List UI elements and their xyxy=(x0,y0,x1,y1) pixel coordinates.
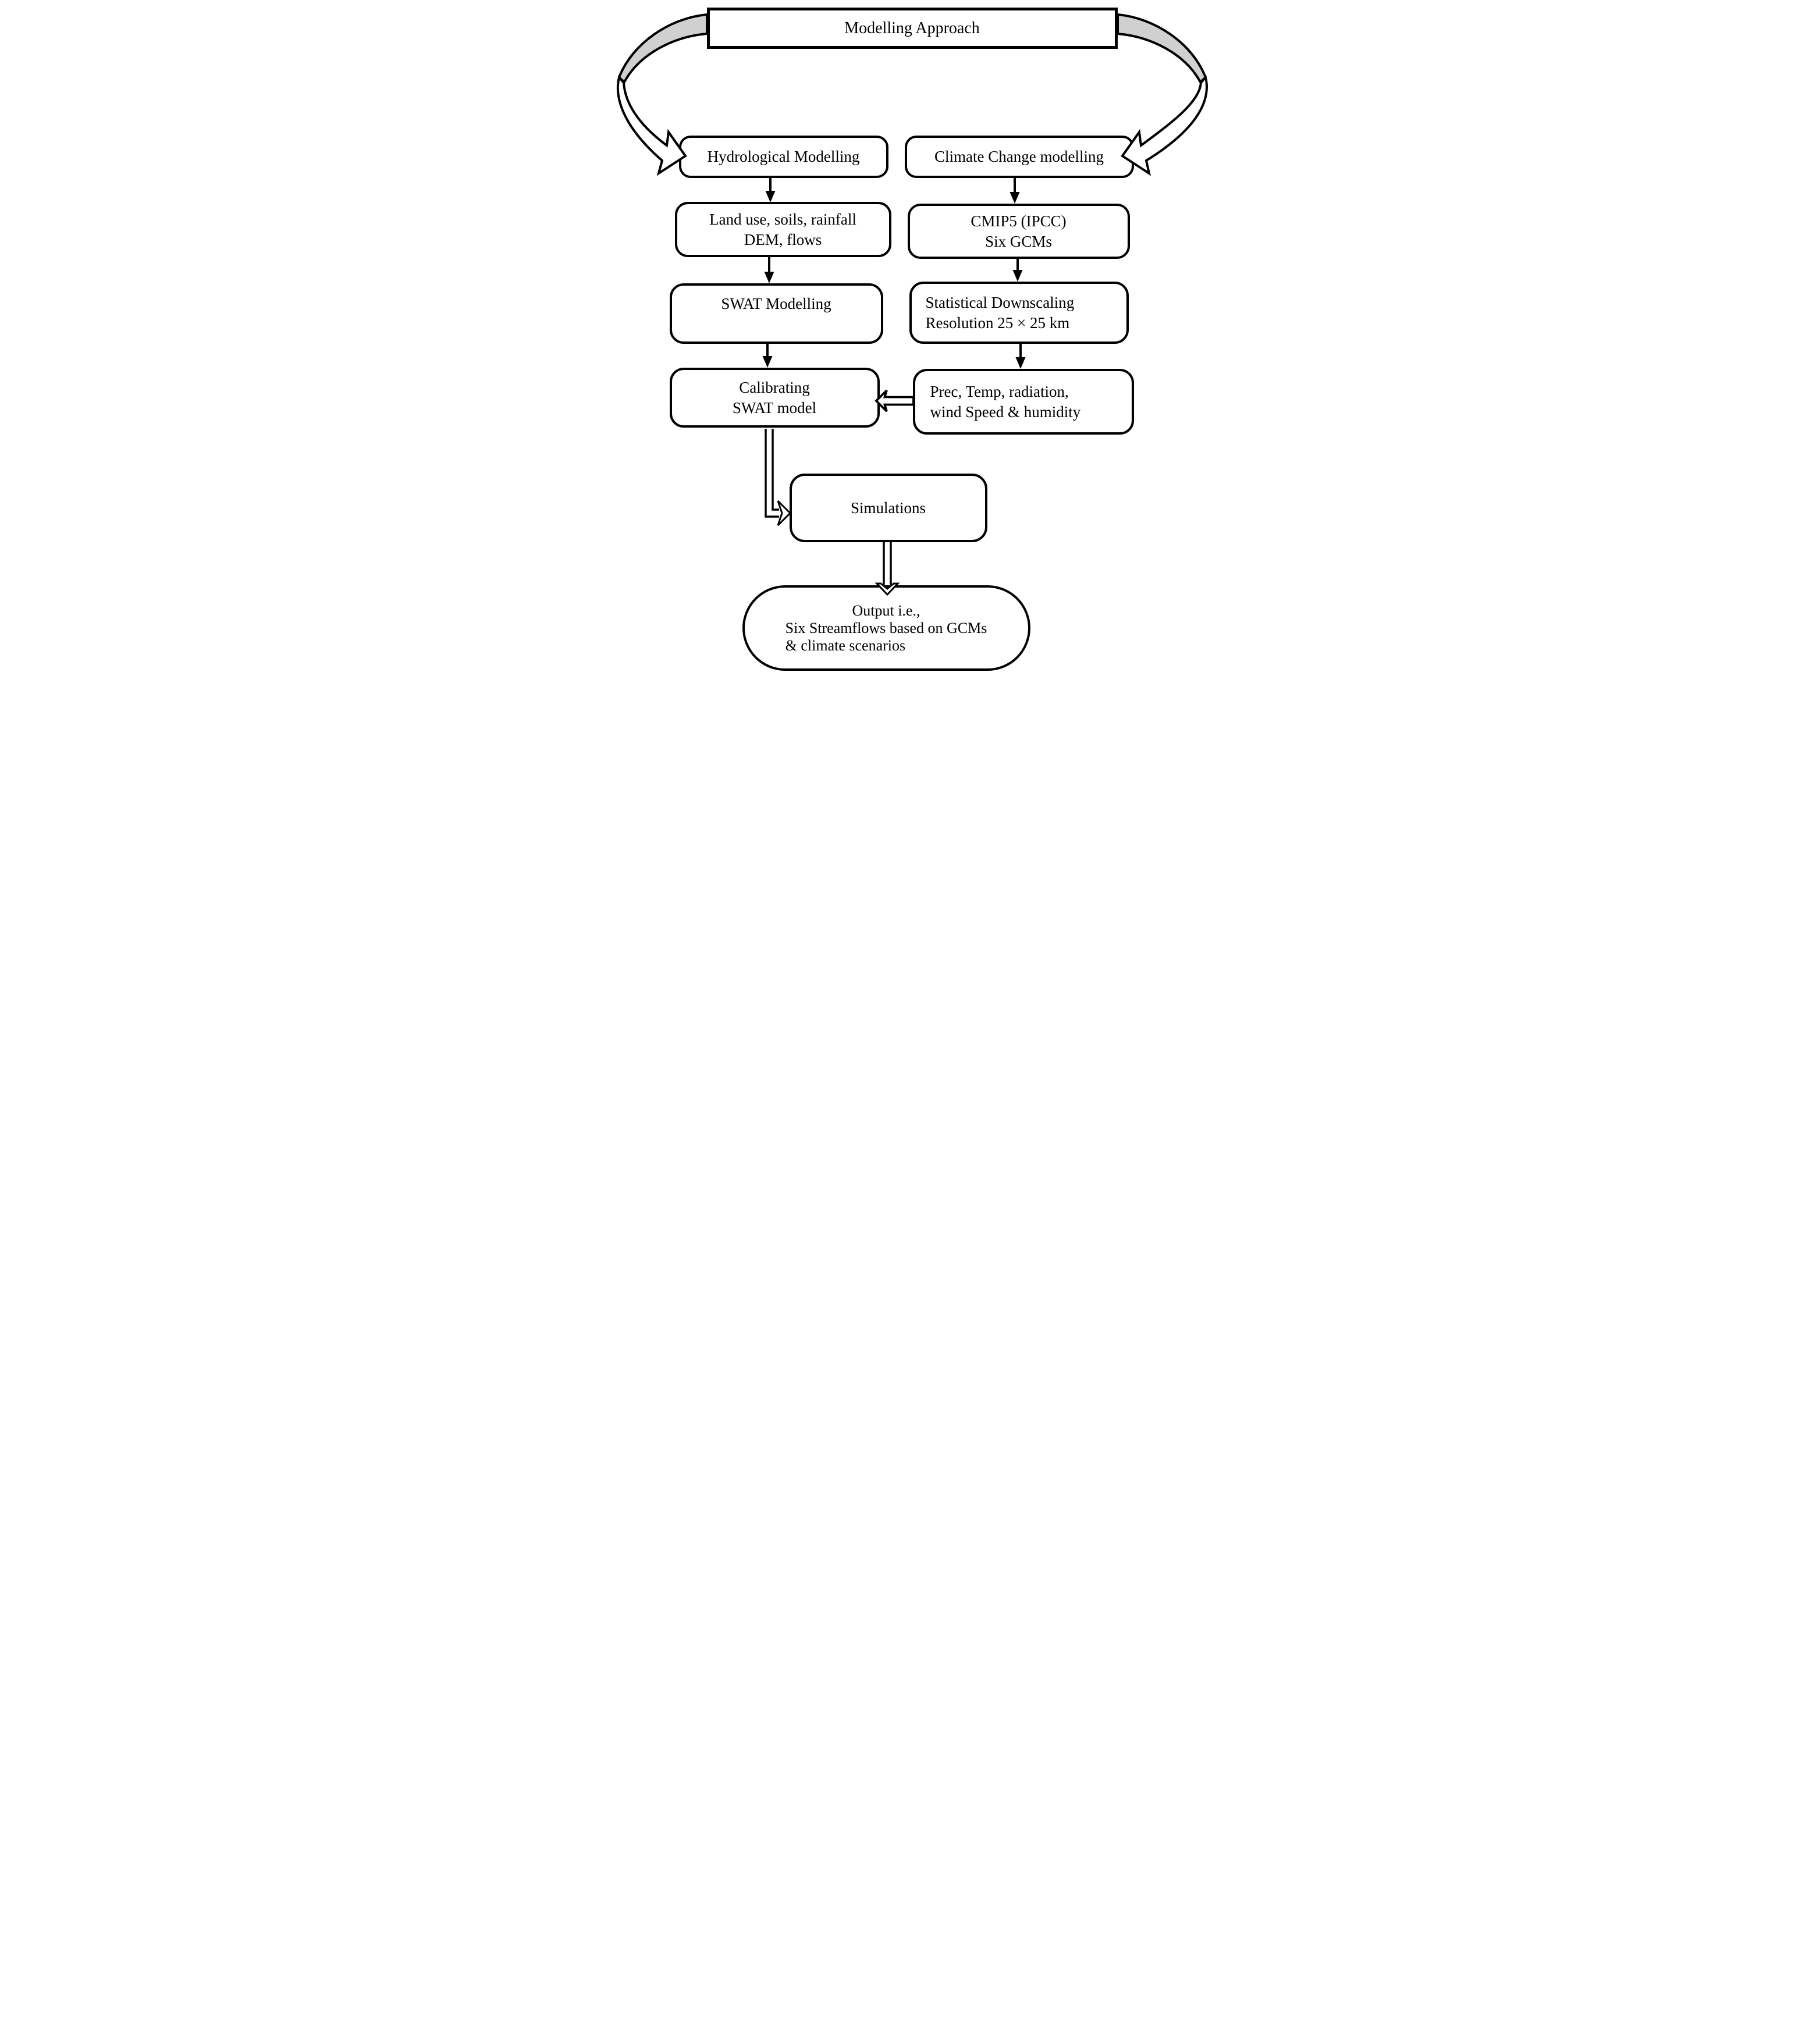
flowchart-canvas: Modelling Approach Hydrological Modellin… xyxy=(606,0,1214,677)
node-output-streamflows: Output i.e., Six Streamflows based on GC… xyxy=(742,585,1030,671)
node-statistical-downscaling-line2: Resolution 25 × 25 km xyxy=(925,314,1070,332)
node-cmip5-six-gcms: CMIP5 (IPCC) Six GCMs xyxy=(907,204,1130,259)
node-output-streamflows-line1: Output i.e., xyxy=(852,602,920,619)
node-climate-change-modelling: Climate Change modelling xyxy=(904,136,1134,178)
node-statistical-downscaling: Statistical Downscaling Resolution 25 × … xyxy=(909,282,1129,344)
arrow-calibrating-to-simulations-shaft xyxy=(764,429,779,518)
node-swat-modelling-label: SWAT Modelling xyxy=(721,295,831,312)
node-climate-change-modelling-label: Climate Change modelling xyxy=(934,148,1104,165)
node-cmip5-six-gcms-line1: CMIP5 (IPCC) xyxy=(971,212,1067,230)
node-calibrating-swat-model: Calibrating SWAT model xyxy=(669,368,880,428)
arrow-statistical-to-prec xyxy=(1015,344,1025,369)
arrow-calibrating-to-simulations-head xyxy=(777,500,791,527)
ribbon-arrow-left-head xyxy=(616,74,687,176)
node-statistical-downscaling-line1: Statistical Downscaling xyxy=(925,293,1075,311)
arrow-landuse-to-swat xyxy=(764,257,774,283)
node-output-streamflows-line2: Six Streamflows based on GCMs xyxy=(785,619,987,636)
node-calibrating-swat-model-line2: SWAT model xyxy=(732,399,817,417)
arrow-calibrating-to-simulations xyxy=(764,429,791,527)
node-hydrological-modelling: Hydrological Modelling xyxy=(678,136,888,178)
node-cmip5-six-gcms-line2: Six GCMs xyxy=(985,232,1052,250)
node-downscaled-climate-variables-line1: Prec, Temp, radiation, xyxy=(930,382,1069,400)
node-simulations-label: Simulations xyxy=(850,499,926,517)
arrow-climate-to-cmip5 xyxy=(1009,178,1019,204)
ribbon-arrow-left-band xyxy=(617,13,708,83)
node-land-use-inputs-line2: DEM, flows xyxy=(744,230,822,248)
arrow-hydrological-to-landuse xyxy=(765,178,775,202)
node-downscaled-climate-variables: Prec, Temp, radiation, wind Speed & humi… xyxy=(912,369,1134,435)
node-land-use-inputs-line1: Land use, soils, rainfall xyxy=(709,210,856,228)
arrow-prec-to-calibrating xyxy=(874,389,915,412)
node-downscaled-climate-variables-line2: wind Speed & humidity xyxy=(930,403,1081,421)
node-calibrating-swat-model-line1: Calibrating xyxy=(739,378,810,396)
arrow-swat-to-calibrating xyxy=(762,344,772,368)
ribbon-arrow-right-head xyxy=(1120,74,1208,176)
ribbon-arrow-right-band xyxy=(1116,13,1207,83)
arrow-simulations-to-output-shaft xyxy=(882,542,892,585)
node-modelling-approach: Modelling Approach xyxy=(706,8,1118,49)
node-output-streamflows-text: Output i.e., Six Streamflows based on GC… xyxy=(785,602,987,655)
node-swat-modelling: SWAT Modelling xyxy=(669,283,883,344)
node-hydrological-modelling-label: Hydrological Modelling xyxy=(707,148,860,165)
node-modelling-approach-label: Modelling Approach xyxy=(844,19,980,37)
node-land-use-inputs: Land use, soils, rainfall DEM, flows xyxy=(674,202,891,257)
node-simulations: Simulations xyxy=(789,474,987,542)
node-output-streamflows-line3: & climate scenarios xyxy=(785,636,906,654)
arrow-cmip5-to-statistical xyxy=(1012,259,1022,282)
